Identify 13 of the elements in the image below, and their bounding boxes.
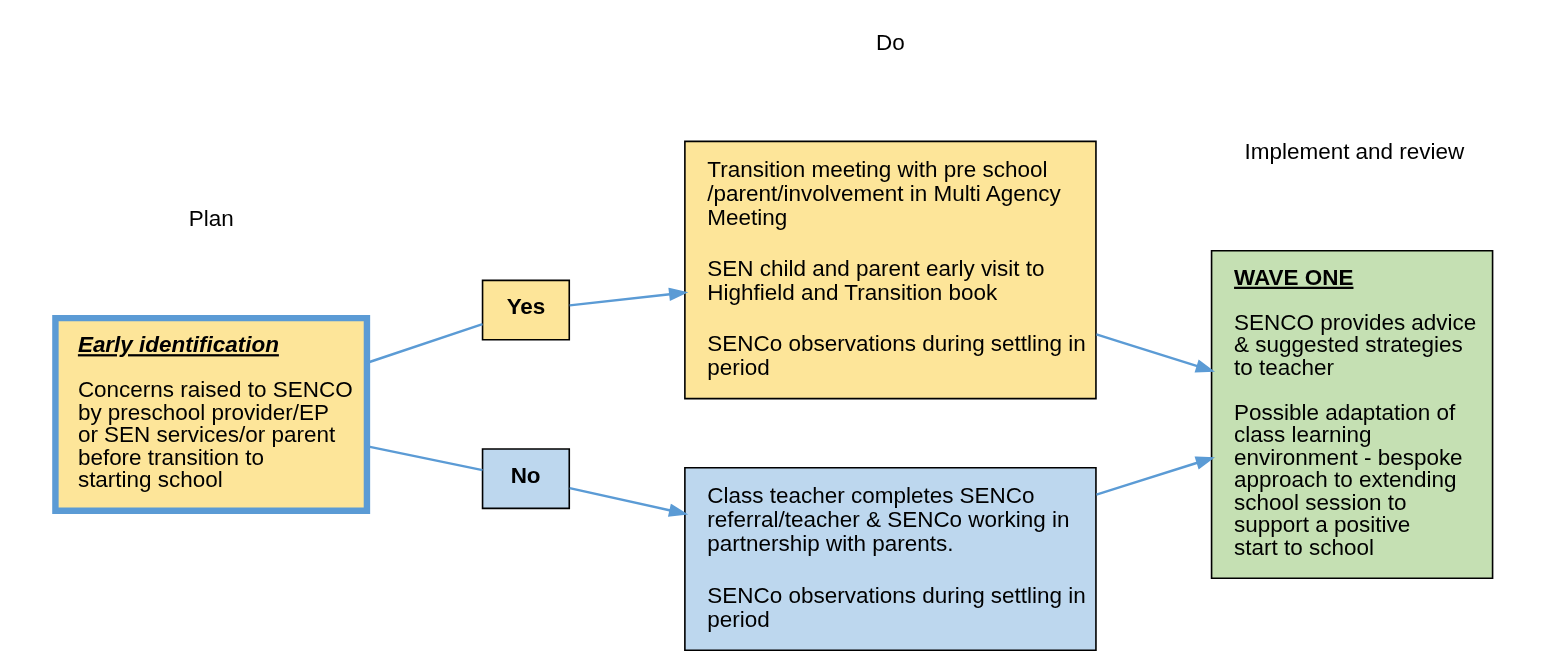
node-box: Transition meeting with pre school /parent/involvement in Multi Agency Meeting SEN child and parent early visit to Highfield and Transition book SENCo observations during settling in period [684, 140, 1097, 400]
node-box: WAVE ONE SENCO provides advice & suggested strategies to teacher Possible adaptation of class learning environment - bespoke approach to extending school session to support a positive start to school [1210, 249, 1494, 580]
label: Do [875, 29, 905, 55]
node-box: Class teacher completes SENCo referral/teacher & SENCo working in partnership with parents. SENCo observations during settling in period [684, 467, 1097, 651]
arrow [1096, 456, 1216, 496]
node-box: Yes [481, 279, 571, 341]
arrow [569, 287, 689, 307]
arrow [1096, 333, 1216, 373]
arrow [569, 486, 689, 517]
label: Plan [188, 206, 234, 232]
node-box: Early identification Concerns raised to SENCO by preschool provider/EP or SEN services/or parent before transition to starting school [52, 314, 371, 515]
label: Implement and review [1244, 138, 1465, 164]
node-box: No [481, 448, 571, 510]
